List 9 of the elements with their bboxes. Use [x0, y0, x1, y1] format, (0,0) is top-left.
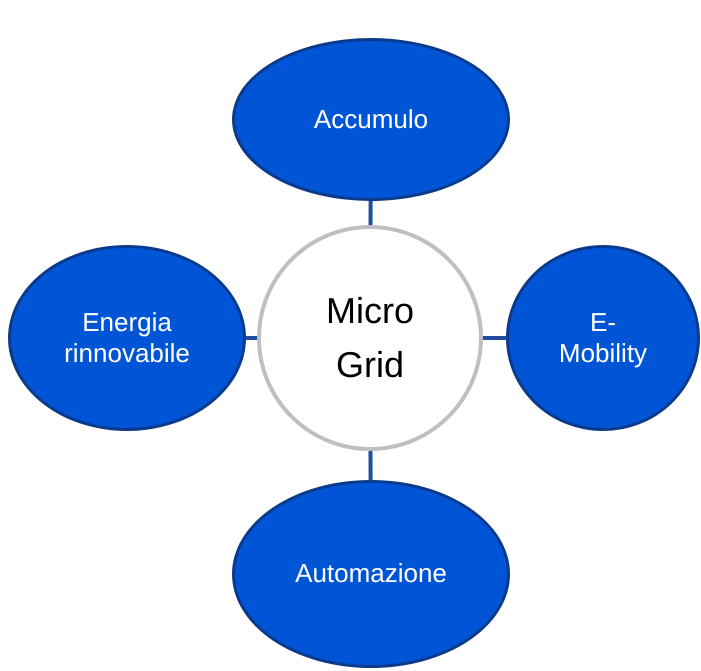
- connector-line: [483, 336, 506, 340]
- node-label: Accumulo: [314, 104, 428, 136]
- node-label: E- Mobility: [558, 306, 648, 370]
- node-label: Automazione: [295, 558, 447, 590]
- node-label: Energia rinnovabile: [63, 306, 191, 370]
- node-label: Micro Grid: [325, 289, 415, 387]
- connector-line: [246, 336, 257, 340]
- connector-line: [368, 451, 373, 480]
- connector-line: [368, 201, 373, 226]
